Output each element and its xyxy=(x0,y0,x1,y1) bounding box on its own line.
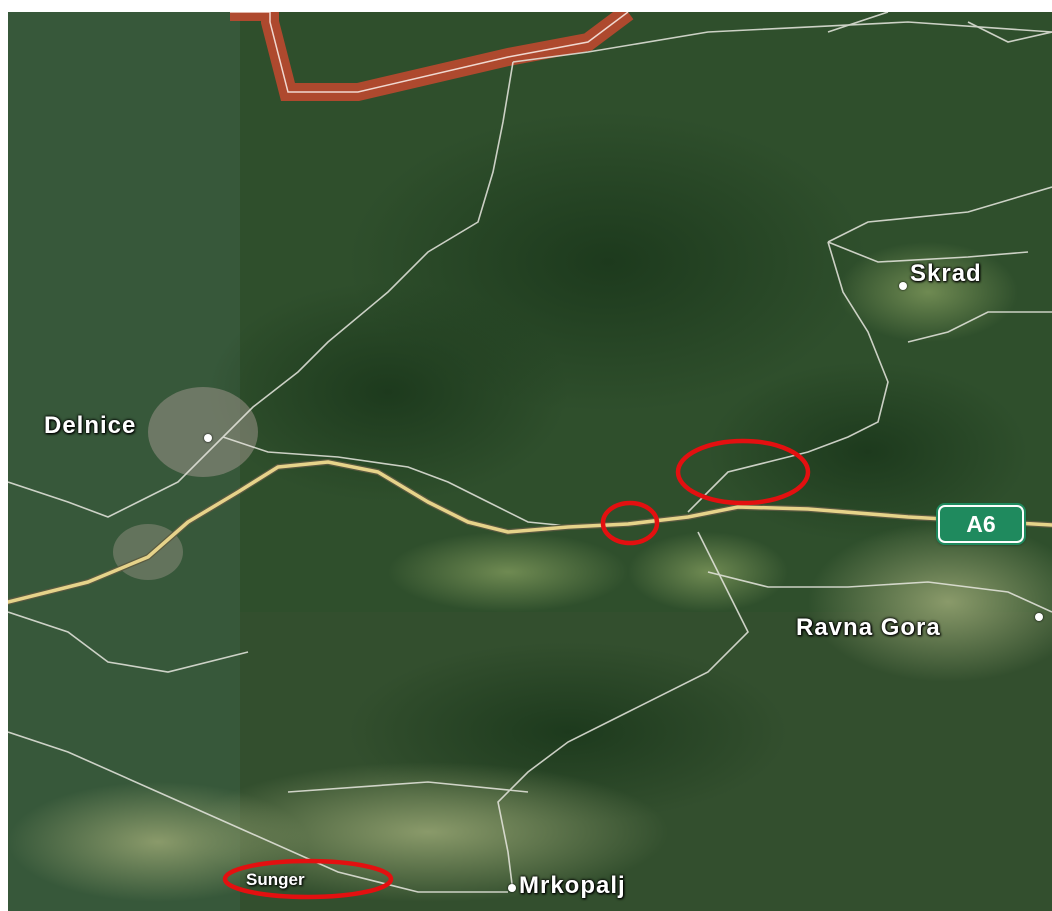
field-mrkopalj xyxy=(188,762,668,902)
place-label-delnice[interactable]: Delnice xyxy=(44,412,137,439)
mrkopalj-marker[interactable] xyxy=(508,884,516,892)
field-ravna-gora xyxy=(808,522,1052,682)
minor-roads xyxy=(8,12,1052,893)
annotation-circle-sunger xyxy=(222,858,394,900)
highway-a6 xyxy=(8,460,1052,604)
annotation-circle-highway xyxy=(600,500,660,546)
ravna-gora-marker[interactable] xyxy=(1035,613,1043,621)
place-label-sunger[interactable]: Sunger xyxy=(246,870,305,889)
field-valley xyxy=(388,532,628,612)
place-label-mrkopalj[interactable]: Mrkopalj xyxy=(519,872,626,899)
place-label-skrad[interactable]: Skrad xyxy=(910,260,982,287)
town-delnice-area xyxy=(148,387,258,477)
field-skrad xyxy=(838,242,1018,342)
annotation-circle-east xyxy=(675,438,811,506)
border-line xyxy=(230,12,629,93)
delnice-marker[interactable] xyxy=(204,434,212,442)
satellite-map[interactable]: Skrad Delnice Ravna Gora Mrkopalj Sunger… xyxy=(8,12,1052,911)
a6-road-shield: A6 xyxy=(938,505,1024,543)
map-imagery xyxy=(8,12,1052,911)
dark-ridge xyxy=(708,362,1028,542)
dark-ridge xyxy=(208,282,568,502)
place-label-ravna-gora[interactable]: Ravna Gora xyxy=(796,614,941,641)
skrad-marker[interactable] xyxy=(899,282,907,290)
